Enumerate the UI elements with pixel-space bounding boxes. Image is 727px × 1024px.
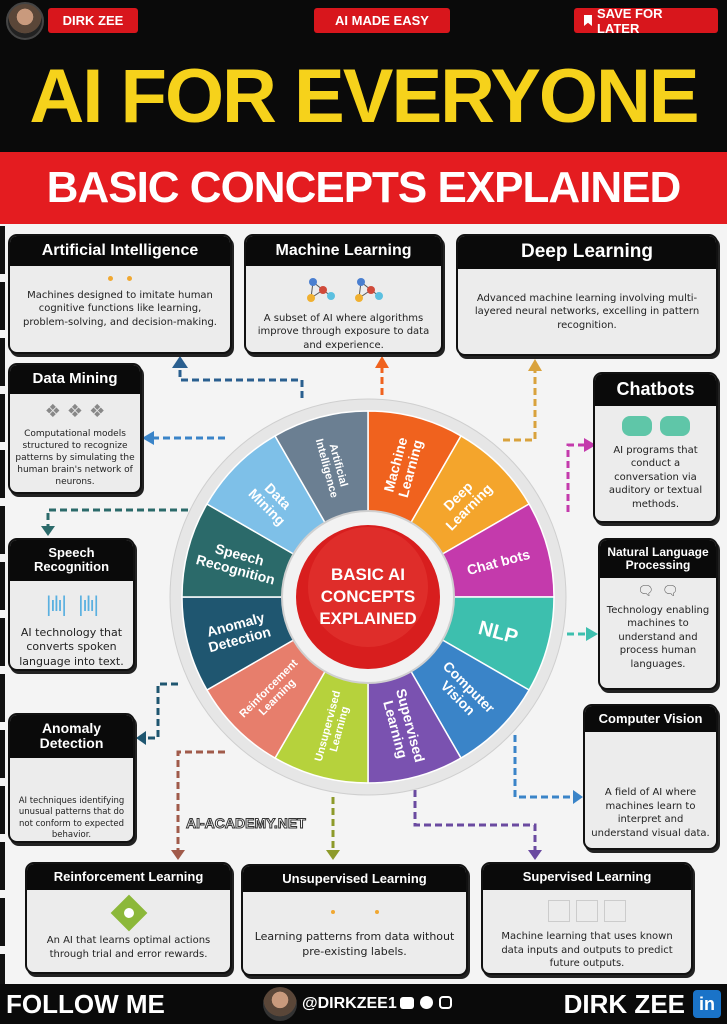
card-text: Technology enabling machines to understa…: [606, 604, 710, 670]
page-subtitle: BASIC CONCEPTS EXPLAINED: [46, 163, 682, 212]
card-title: Machine Learning: [246, 236, 441, 266]
card-text: A subset of AI where algorithms improve …: [257, 312, 430, 351]
series-label: AI MADE EASY: [335, 13, 429, 28]
linkedin-icon[interactable]: in: [693, 990, 721, 1018]
sound-wave-icon: |ılı||ılı|: [45, 591, 99, 616]
card-text: AI programs that conduct a conversation …: [608, 444, 703, 510]
top-bar: DIRK ZEE AI MADE EASY SAVE FOR LATER: [0, 0, 727, 42]
wheel-center-button: [296, 525, 440, 669]
card-reinforcement-learning: Reinforcement Learning An AI that learns…: [25, 862, 232, 974]
card-title: Reinforcement Learning: [27, 864, 230, 891]
card-text: Advanced machine learning involving mult…: [474, 292, 700, 331]
card-supervised-learning: Supervised Learning Machine learning tha…: [481, 862, 693, 975]
card-text: An AI that learns optimal actions throug…: [46, 935, 211, 960]
card-text: AI technology that converts spoken langu…: [19, 625, 124, 669]
youtube-icon[interactable]: [400, 997, 414, 1009]
card-title: Speech Recognition: [10, 540, 133, 581]
card-text: AI techniques identifying unusual patter…: [18, 795, 125, 841]
data-grid-icon: [548, 900, 626, 923]
footer-avatar: [263, 987, 297, 1021]
card-deep-learning: Deep Learning Advanced machine learning …: [456, 234, 718, 356]
card-title: Deep Learning: [458, 236, 716, 269]
neural-network-icon: ❖❖❖: [44, 400, 106, 422]
card-title: Artificial Intelligence: [10, 236, 230, 266]
footer: FOLLOW ME @DIRKZEE1 DIRK ZEE in: [0, 984, 727, 1024]
center-line-3: EXPLAINED: [319, 609, 416, 628]
subtitle-band: BASIC CONCEPTS EXPLAINED: [0, 152, 727, 224]
robot-icon: [621, 415, 690, 436]
card-computer-vision: Computer Vision A field of AI where mach…: [583, 704, 718, 850]
card-text: Computational models structured to recog…: [15, 428, 135, 488]
card-text: Machine learning that uses known data in…: [501, 931, 673, 970]
social-handle[interactable]: @DIRKZEE1: [302, 995, 397, 1012]
card-title: Unsupervised Learning: [243, 866, 466, 893]
save-for-later-button[interactable]: SAVE FOR LATER: [574, 5, 718, 36]
page-title: AI FOR EVERYONE: [29, 54, 699, 139]
card-title: Computer Vision: [585, 706, 716, 733]
network-graph-icon: [303, 276, 385, 304]
title-block: AI FOR EVERYONE: [0, 42, 727, 152]
card-title: Anomaly Detection: [10, 715, 133, 758]
save-label: SAVE FOR LATER: [596, 5, 663, 36]
avatar: [6, 2, 44, 40]
bookmark-icon: [584, 15, 592, 26]
translate-icon: 🗨🗨: [637, 584, 679, 600]
follow-me-label: FOLLOW ME: [6, 989, 165, 1019]
watermark: AI-ACADEMY.NET: [186, 815, 307, 832]
sparkle-icon: [108, 275, 132, 281]
twitter-icon[interactable]: [420, 996, 433, 1009]
center-line-1: BASIC AI: [331, 565, 405, 584]
left-edge-decoration: [0, 226, 5, 984]
card-nlp: Natural Language Processing 🗨🗨 Technology…: [598, 538, 718, 690]
card-speech-recognition: Speech Recognition |ılı||ılı| AI technolo…: [8, 538, 135, 671]
card-title: Data Mining: [10, 365, 140, 394]
card-artificial-intelligence: Artificial Intelligence Machines designe…: [8, 234, 232, 354]
wheel-segment-label: UnsupervisedLearning: [313, 689, 355, 766]
card-title: Natural Language Processing: [600, 540, 716, 579]
card-chatbots: Chatbots AI programs that conduct a conv…: [593, 372, 718, 523]
ai-made-easy-button[interactable]: AI MADE EASY: [314, 8, 450, 33]
card-data-mining: Data Mining ❖❖❖ Computational models stru…: [8, 363, 142, 494]
card-text: Learning patterns from data without pre-…: [254, 930, 455, 959]
card-text: Machines designed to imitate human cogni…: [23, 289, 217, 328]
card-anomaly-detection: Anomaly Detection AI techniques identify…: [8, 713, 135, 843]
reward-icon: [110, 894, 147, 932]
card-machine-learning: Machine Learning A subset of AI where al…: [244, 234, 443, 354]
center-line-2: CONCEPTS: [321, 587, 415, 606]
card-text: A field of AI where machines learn to in…: [591, 787, 710, 839]
card-unsupervised-learning: Unsupervised Learning Learning patterns …: [241, 864, 468, 976]
card-title: Chatbots: [595, 374, 716, 406]
author-name: DIRK ZEE: [563, 989, 685, 1019]
author-button[interactable]: DIRK ZEE: [48, 8, 138, 33]
sparkle-icon: [330, 910, 379, 915]
instagram-icon[interactable]: [439, 996, 452, 1009]
card-title: Supervised Learning: [483, 864, 691, 891]
author-label: DIRK ZEE: [62, 13, 124, 28]
